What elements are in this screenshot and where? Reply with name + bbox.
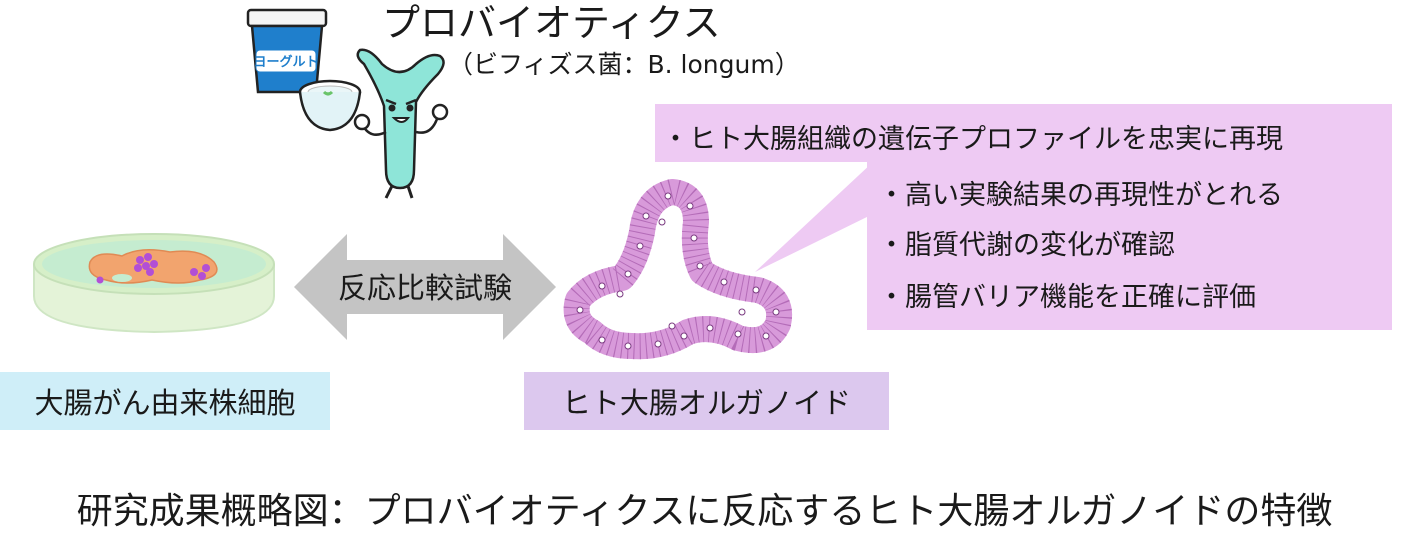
features-bubble [655, 104, 1392, 330]
petri-dish-icon [33, 233, 275, 334]
feature-item: ・高い実験結果の再現性がとれる [878, 180, 1283, 211]
bifidobacterium-character-icon [353, 48, 449, 199]
probiotic-subtitle: （ビフィズス菌：B. longum） [448, 50, 800, 79]
comparison-arrow-icon [294, 234, 556, 340]
organoid-icon [563, 179, 792, 360]
yogurt-bowl-icon [298, 79, 362, 132]
cell-line-caption: 大腸がん由来株細胞 [0, 372, 330, 430]
figure-caption: 研究成果概略図：プロバイオティクスに反応するヒト大腸オルガノイドの特徴 [76, 491, 1333, 532]
feature-item: ・脂質代謝の変化が確認 [878, 230, 1175, 261]
feature-item: ・腸管バリア機能を正確に評価 [878, 282, 1256, 313]
probiotic-title: プロバイオティクス [382, 1, 721, 45]
yogurt-label: ヨーグルト [253, 54, 318, 70]
organoid-caption: ヒト大腸オルガノイド [524, 372, 889, 430]
comparison-label: 反応比較試験 [337, 271, 512, 305]
feature-main: ・ヒト大腸組織の遺伝子プロファイルを忠実に再現 [662, 124, 1283, 155]
